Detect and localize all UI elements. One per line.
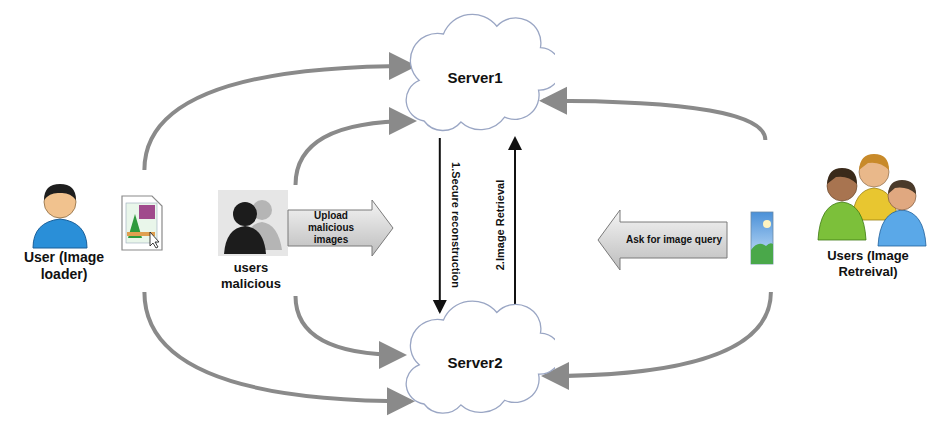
users-node: Users (Image Retreival) (745, 140, 930, 292)
curved-arrow (144, 66, 413, 170)
actor-name: User (Image loader) (5, 249, 123, 283)
block-arrow (598, 210, 727, 270)
curved-arrow (545, 292, 771, 376)
user-node: User (Image loader) (5, 170, 175, 292)
curved-arrow (296, 121, 414, 185)
edge-label: 1.Secure reconstruction (450, 161, 462, 289)
curved-arrow (543, 101, 765, 140)
actor-name: Users (Image Retreival) (808, 248, 928, 279)
image-icon (751, 212, 773, 264)
malicious-users-icon (218, 190, 288, 256)
curved-arrow (144, 292, 411, 401)
arrow-label: Ask for image query (622, 222, 726, 258)
server-name: Server2 (395, 292, 555, 432)
server-name: Server1 (395, 5, 555, 150)
file-icon (122, 196, 162, 250)
arrow-label: Upload malicious images (290, 210, 372, 246)
user-icon (33, 184, 87, 248)
flow-arrow (514, 138, 516, 312)
edge-label: 2.Image Retrieval (494, 179, 506, 272)
flow-arrow (439, 138, 441, 312)
actor-name: users malicious (210, 260, 292, 291)
malicious-users-node: users malicious (210, 185, 300, 296)
server-cloud: Server1 (395, 5, 555, 150)
users-group-icon (818, 154, 926, 246)
block-arrow (288, 200, 393, 256)
curved-arrow (296, 296, 404, 355)
server-cloud: Server2 (395, 292, 555, 432)
